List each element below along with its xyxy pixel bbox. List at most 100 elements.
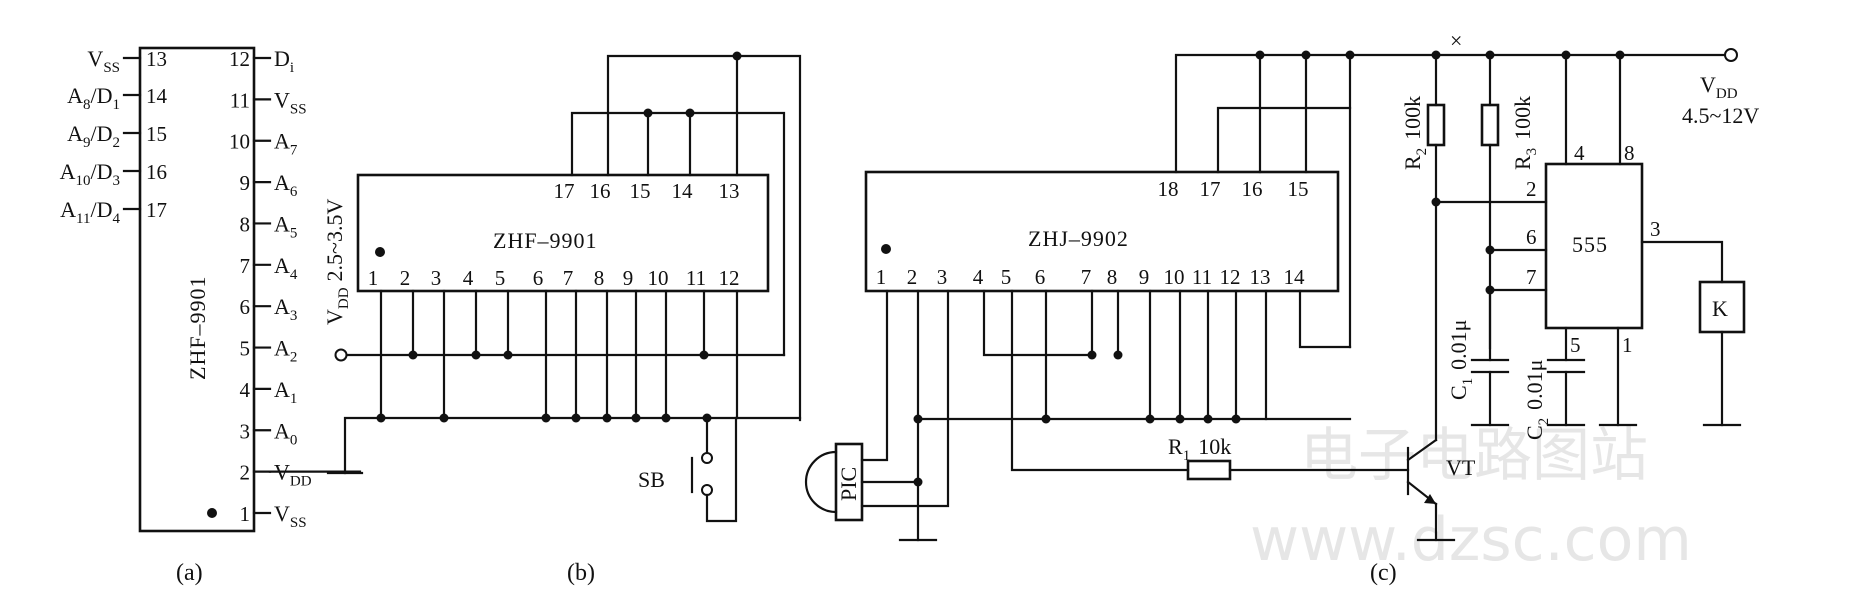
junction-dot <box>1431 197 1441 207</box>
panel-a-right-pin-signal: A1 <box>274 377 297 407</box>
panel-a-pin1-dot <box>207 508 217 518</box>
panel-c-bottom-pin-num: 7 <box>1081 265 1092 289</box>
c-555-pin4: 4 <box>1574 141 1585 165</box>
panel-b-supply-range: 2.5~3.5V <box>322 199 347 282</box>
panel-a-right-pin-num: 10 <box>229 130 250 154</box>
junction-dot <box>643 108 653 118</box>
panel-a-right-pin-signal: Di <box>274 46 294 76</box>
c-relay-label: K <box>1712 296 1728 321</box>
svg-text:R2100k: R2100k <box>1400 96 1430 170</box>
panel-a-right-pin-num: 6 <box>240 295 251 319</box>
c-vt-arrow <box>1424 494 1436 504</box>
panel-c-bottom-pin-num: 12 <box>1220 265 1241 289</box>
panel-c-c1-sub: 1 <box>1460 378 1476 386</box>
label-part: A <box>274 294 290 319</box>
c-555-pin6: 6 <box>1526 225 1537 249</box>
label-part: A <box>274 211 290 236</box>
panel-c-bottom-pin-num: 2 <box>907 265 918 289</box>
label-part: A <box>274 377 290 402</box>
c-pin1-wire <box>860 289 889 462</box>
panel-a-left-pin-signal: A11/D4 <box>60 197 120 227</box>
panel-c-r1-name: R <box>1168 434 1183 459</box>
panel-b-top-pin-num: 14 <box>672 179 694 203</box>
label-part: 5 <box>290 225 298 241</box>
panel-a-left-pin-num: 13 <box>146 47 167 71</box>
junction-dot <box>1087 350 1097 360</box>
panel-c-top-pin-num: 17 <box>1200 177 1221 201</box>
b-vdd-terminal[interactable] <box>334 348 348 362</box>
c-555-pin2: 2 <box>1526 177 1537 201</box>
b-bus-lower <box>343 416 802 475</box>
panel-a-chip-body <box>138 46 256 533</box>
junction-dot <box>471 350 481 360</box>
panel-b-bottom-pin-num: 9 <box>623 266 634 290</box>
junction-dot <box>1145 414 1155 424</box>
panel-a-right-pin-num: 12 <box>229 47 250 71</box>
c-vdd-terminal[interactable] <box>1724 48 1738 62</box>
panel-a-right-pin-num: 7 <box>240 254 251 278</box>
panel-b-bottom-pin-num: 5 <box>495 266 506 290</box>
junction-dot <box>1113 350 1123 360</box>
c-pin5-wire <box>1010 289 1190 472</box>
junction-dot <box>1485 245 1495 255</box>
svg-text:VDD2.5~3.5V: VDD2.5~3.5V <box>322 199 352 325</box>
label-part: SS <box>290 101 307 117</box>
panel-c-c1-value: 0.01μ <box>1446 320 1471 370</box>
panel-a-right-pin-num: 1 <box>240 502 251 526</box>
label-part: 10 <box>76 173 91 189</box>
panel-a-left-pin-signal: VSS <box>87 46 120 76</box>
c-555-pin3-wire <box>1640 240 1724 284</box>
label-part: A <box>274 253 290 278</box>
b-sb-contact-top <box>701 452 713 464</box>
b-supply-label: VDD2.5~3.5V <box>322 199 352 325</box>
watermark-line2: www.dzsc.com <box>1250 505 1692 575</box>
panel-b-supply-sub: DD <box>336 287 352 309</box>
label-part: SS <box>103 60 120 76</box>
label-part: A <box>67 83 83 108</box>
panel-c-r3-name: R <box>1510 155 1535 170</box>
c-555-pin5: 5 <box>1570 333 1581 357</box>
label-part: SS <box>290 515 307 531</box>
panel-c-pin1-dot <box>881 244 891 254</box>
panel-a-right-pin-signal: A7 <box>274 129 298 159</box>
label-part: /D <box>91 83 113 108</box>
panel-a-left-pin-num: 17 <box>146 198 167 222</box>
label-part: A <box>60 197 76 222</box>
panel-c-bottom-pin-num: 9 <box>1139 265 1150 289</box>
c-cross-mark: × <box>1450 28 1462 53</box>
panel-c-r1-value: 10k <box>1198 434 1231 459</box>
panel-b-bottom-pin-num: 8 <box>594 266 605 290</box>
svg-text:C10.01μ: C10.01μ <box>1446 320 1476 400</box>
b-sb-lead-bottom <box>705 416 738 523</box>
c-555-pin3: 3 <box>1650 217 1661 241</box>
c-drops <box>1041 289 1352 424</box>
b-wire-16-a <box>570 111 786 357</box>
panel-b-top-pin-num: 16 <box>590 179 611 203</box>
label-part: 3 <box>113 173 121 189</box>
label-part: 0 <box>290 432 298 448</box>
b-sb-contact-bottom <box>701 484 713 496</box>
panel-c-supply-main: V <box>1700 72 1716 97</box>
c-r3-label: R3100k <box>1510 96 1540 170</box>
panel-c-bottom-pin-num: 10 <box>1164 265 1185 289</box>
panel-a-right-pin-signal: A4 <box>274 253 298 283</box>
c-c2-label: C20.01μ <box>1522 360 1552 440</box>
label-part: V <box>274 87 290 112</box>
panel-b-bottom-pin-num: 6 <box>533 266 544 290</box>
panel-c-top-pin-num: 18 <box>1158 177 1179 201</box>
panel-b-bottom-pin-num: 11 <box>686 266 706 290</box>
svg-text:C20.01μ: C20.01μ <box>1522 360 1552 440</box>
junction-dot <box>1175 414 1185 424</box>
label-part: 3 <box>290 308 298 324</box>
junction-dot <box>571 413 581 423</box>
panel-a-right-pin-num: 2 <box>240 461 251 485</box>
panel-c-chip-name: ZHJ–9902 <box>1028 226 1129 251</box>
junction-dot <box>1203 414 1213 424</box>
panel-c-r3-sub: 3 <box>1524 148 1540 156</box>
label-part: D <box>274 46 290 71</box>
